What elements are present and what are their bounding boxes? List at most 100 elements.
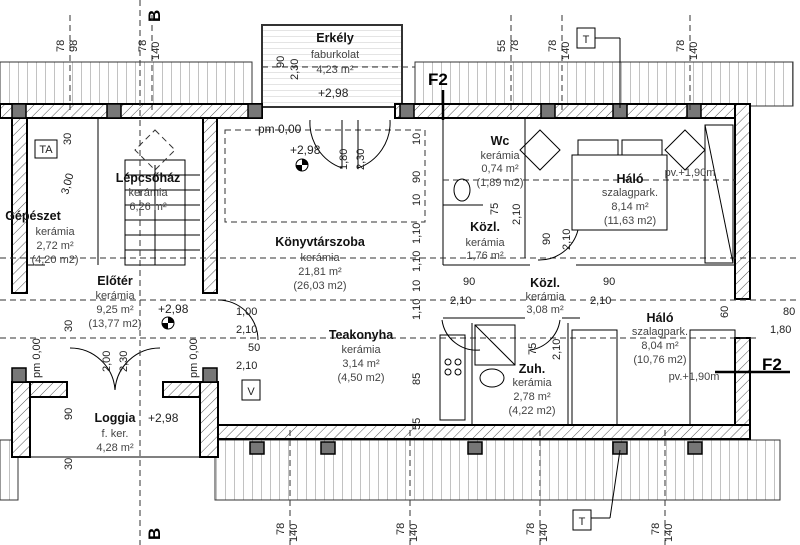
svg-text:6,26 m²: 6,26 m² — [129, 201, 167, 213]
svg-text:85: 85 — [411, 373, 423, 385]
svg-text:30: 30 — [63, 320, 75, 332]
room-kozl-1: Közl. kerámia 1,76 m² — [465, 220, 505, 262]
svg-text:pm 0,00: pm 0,00 — [188, 338, 200, 378]
svg-text:21,81 m²: 21,81 m² — [298, 266, 342, 278]
svg-text:2,10: 2,10 — [236, 360, 257, 372]
door-balcony-left[interactable] — [309, 119, 343, 169]
tag-v: V — [247, 386, 255, 398]
staircase — [124, 159, 200, 266]
svg-text:90: 90 — [63, 408, 75, 420]
svg-text:+2,98: +2,98 — [158, 302, 189, 316]
svg-text:98: 98 — [68, 40, 80, 52]
column — [249, 441, 265, 455]
svg-text:faburkolat: faburkolat — [311, 49, 359, 61]
svg-text:pv.+1,90m: pv.+1,90m — [665, 167, 716, 179]
wall-right-lower — [734, 337, 751, 439]
room-loggia: Loggia f. ker. 4,28 m² +2,98 — [95, 411, 179, 454]
svg-text:1,80: 1,80 — [770, 324, 791, 336]
svg-text:0,74 m²: 0,74 m² — [481, 163, 519, 175]
svg-text:pm 0,00: pm 0,00 — [31, 338, 43, 378]
svg-text:3,00: 3,00 — [59, 172, 76, 196]
wall-stair-right — [202, 117, 218, 294]
svg-text:(13,77 m2): (13,77 m2) — [88, 318, 141, 330]
svg-text:140: 140 — [150, 42, 162, 60]
svg-text:3,08 m²: 3,08 m² — [526, 304, 564, 316]
svg-text:140: 140 — [538, 524, 550, 542]
column — [106, 103, 122, 119]
svg-text:30: 30 — [62, 133, 74, 145]
svg-text:2,10: 2,10 — [561, 229, 573, 250]
wall-loggia-right — [199, 381, 219, 458]
roof-eave-top-left — [0, 61, 253, 107]
svg-text:1,76 m²: 1,76 m² — [466, 250, 504, 262]
wall-gepeszet-left — [11, 117, 28, 294]
svg-text:140: 140 — [560, 42, 572, 60]
svg-text:55: 55 — [496, 40, 508, 52]
room-halo-1: Háló szalagpark. 8,14 m² (11,63 m2) pv.+… — [602, 167, 716, 227]
svg-text:Teakonyha: Teakonyha — [329, 328, 394, 342]
svg-text:2,30: 2,30 — [118, 351, 130, 372]
svg-text:2,00: 2,00 — [101, 351, 113, 372]
grid-dimensions-top: 78 98 78 140 55 78 78 140 78 140 — [55, 15, 700, 110]
room-eloter: Előtér kerámia 9,25 m² (13,77 m2) +2,98 — [88, 274, 188, 330]
wall-loggia-left — [11, 381, 31, 458]
svg-text:78: 78 — [650, 523, 662, 535]
svg-text:9,25 m²: 9,25 m² — [96, 304, 134, 316]
svg-text:4,28 m²: 4,28 m² — [96, 442, 134, 454]
section-b-top: B — [145, 10, 164, 22]
furniture — [134, 124, 736, 426]
door-loggia[interactable] — [69, 347, 161, 391]
svg-text:8,14 m²: 8,14 m² — [611, 201, 649, 213]
svg-text:90: 90 — [463, 276, 475, 288]
grid-dimensions-bottom: 78 140 78 140 78 140 78 140 — [275, 430, 675, 545]
svg-text:Loggia: Loggia — [95, 411, 137, 425]
door-halo[interactable] — [537, 229, 579, 261]
tag-t-top: T — [583, 34, 590, 46]
svg-text:55: 55 — [411, 418, 423, 430]
svg-text:8,04 m²: 8,04 m² — [641, 340, 679, 352]
column — [467, 441, 483, 455]
svg-text:pm 0,00: pm 0,00 — [258, 122, 302, 136]
svg-text:Gépészet: Gépészet — [5, 209, 61, 223]
svg-text:140: 140 — [663, 524, 675, 542]
svg-text:+2,98: +2,98 — [290, 143, 321, 157]
wall-top-left — [0, 103, 263, 119]
room-kozl-2: Közl. kerámia 3,08 m² — [525, 276, 565, 316]
svg-text:2,78 m²: 2,78 m² — [513, 391, 551, 403]
svg-text:+2,98: +2,98 — [148, 411, 179, 425]
svg-text:78: 78 — [137, 40, 149, 52]
svg-text:1,00: 1,00 — [236, 306, 257, 318]
svg-text:60: 60 — [719, 306, 731, 318]
section-b-bottom: B — [145, 528, 164, 540]
column — [399, 103, 415, 119]
svg-text:Közl.: Közl. — [530, 276, 560, 290]
door-balcony-right[interactable] — [357, 119, 391, 169]
tag-v-box — [241, 379, 261, 401]
column — [247, 103, 263, 119]
svg-text:(10,76 m2): (10,76 m2) — [633, 354, 686, 366]
svg-text:140: 140 — [288, 524, 300, 542]
column — [687, 441, 703, 455]
svg-text:50: 50 — [248, 342, 260, 354]
svg-text:2,10: 2,10 — [511, 204, 523, 225]
svg-text:Lépcsőház: Lépcsőház — [116, 171, 181, 185]
svg-text:78: 78 — [547, 40, 559, 52]
door-dimensions: 90 2,30 1,80 2,30 1,00 2,10 50 2,10 2,00… — [31, 56, 795, 470]
column — [540, 103, 556, 119]
door-teakonyha[interactable] — [217, 299, 259, 341]
svg-text:Előtér: Előtér — [97, 274, 133, 288]
svg-text:90: 90 — [411, 171, 423, 183]
column — [320, 441, 336, 455]
svg-text:Háló: Háló — [646, 311, 673, 325]
tag-t-bottom-box — [572, 509, 592, 531]
svg-text:10: 10 — [411, 194, 423, 206]
svg-text:Erkély: Erkély — [316, 31, 354, 45]
svg-text:4,23 m²: 4,23 m² — [316, 64, 354, 76]
svg-text:78: 78 — [509, 40, 521, 52]
svg-text:78: 78 — [55, 40, 67, 52]
svg-text:75: 75 — [489, 203, 501, 215]
svg-text:kerámia: kerámia — [341, 344, 381, 356]
svg-text:1,10: 1,10 — [411, 251, 423, 272]
door-kozl[interactable] — [441, 319, 561, 351]
